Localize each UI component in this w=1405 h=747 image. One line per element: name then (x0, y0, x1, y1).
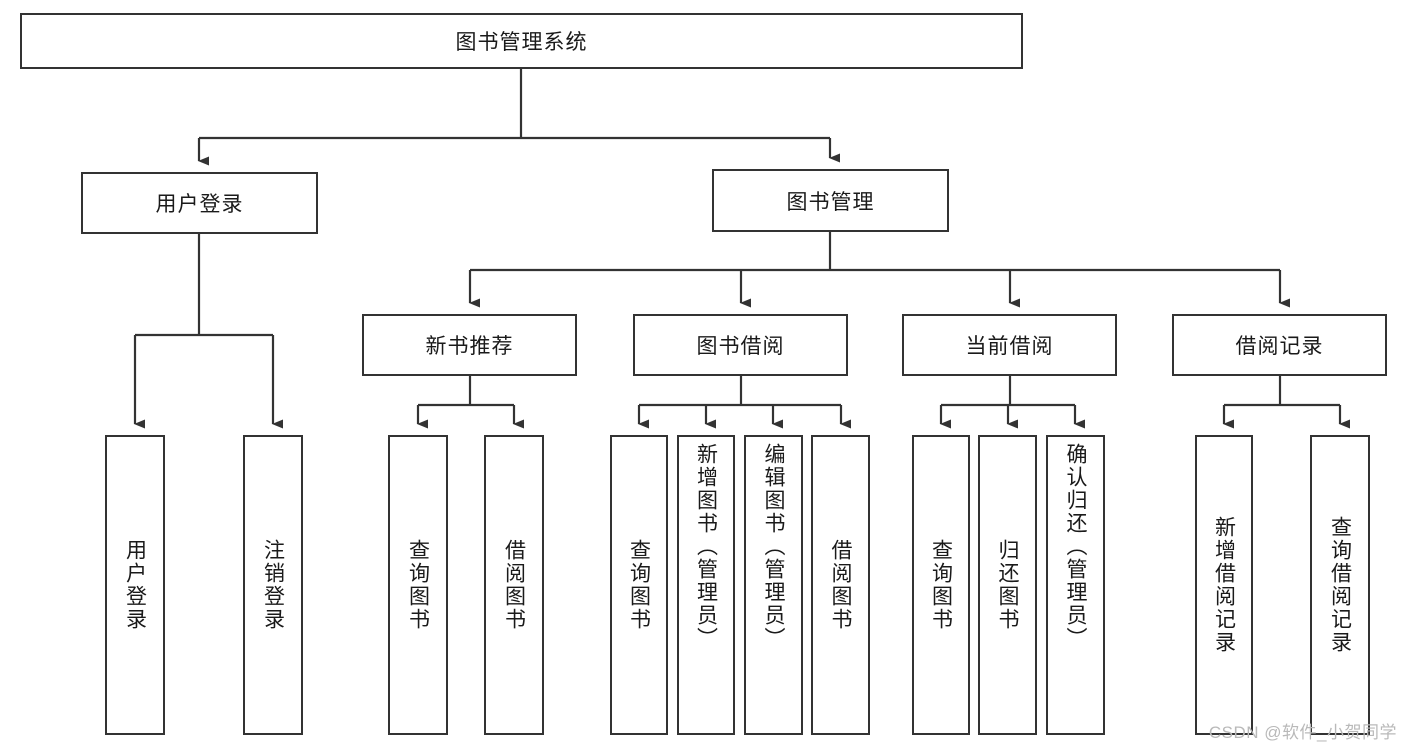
node-label: 确认归还（管理员） (1064, 443, 1087, 650)
node-label: 图书管理 (786, 190, 875, 214)
node-root[interactable]: 图书管理系统 (20, 13, 1023, 69)
node-leaf-rec-borrow-book[interactable]: 借阅图书 (484, 435, 544, 735)
node-label: 编辑图书（管理员） (762, 443, 785, 650)
node-label: 用户登录 (123, 539, 147, 631)
node-leaf-borrow-add-book[interactable]: 新增图书（管理员） (677, 435, 735, 735)
node-label: 查询图书 (627, 539, 651, 631)
node-leaf-record-query[interactable]: 查询借阅记录 (1310, 435, 1370, 735)
node-label: 新增借阅记录 (1212, 516, 1236, 654)
node-label: 新增图书（管理员） (694, 443, 718, 650)
node-book-manage[interactable]: 图书管理 (712, 169, 949, 232)
node-leaf-borrow-borrow-book[interactable]: 借阅图书 (811, 435, 870, 735)
node-leaf-borrow-query-book[interactable]: 查询图书 (610, 435, 668, 735)
node-label: 借阅图书 (829, 539, 852, 631)
node-leaf-current-return-book[interactable]: 归还图书 (978, 435, 1037, 735)
node-leaf-user-logout[interactable]: 注销登录 (243, 435, 303, 735)
node-label: 查询借阅记录 (1328, 516, 1352, 654)
node-borrow-record[interactable]: 借阅记录 (1172, 314, 1387, 376)
node-leaf-rec-query-book[interactable]: 查询图书 (388, 435, 448, 735)
node-user-login[interactable]: 用户登录 (81, 172, 318, 234)
node-label: 当前借阅 (965, 335, 1054, 358)
node-label: 新书推荐 (425, 335, 514, 358)
node-label: 查询图书 (929, 539, 953, 631)
node-label: 图书管理系统 (455, 31, 588, 54)
node-label: 注销登录 (261, 539, 285, 631)
node-label: 用户登录 (155, 193, 244, 216)
node-leaf-record-add[interactable]: 新增借阅记录 (1195, 435, 1253, 735)
node-leaf-current-confirm-return[interactable]: 确认归还（管理员） (1046, 435, 1105, 735)
node-new-book-rec[interactable]: 新书推荐 (362, 314, 577, 376)
node-label: 借阅记录 (1235, 335, 1324, 358)
node-label: 归还图书 (996, 539, 1019, 631)
node-leaf-current-query-book[interactable]: 查询图书 (912, 435, 970, 735)
node-leaf-user-login[interactable]: 用户登录 (105, 435, 165, 735)
node-label: 借阅图书 (502, 539, 526, 631)
node-label: 查询图书 (406, 539, 430, 631)
node-label: 图书借阅 (696, 335, 785, 358)
node-book-borrow[interactable]: 图书借阅 (633, 314, 848, 376)
watermark-text: CSDN @软件_小贺同学 (1208, 723, 1397, 742)
node-current-borrow[interactable]: 当前借阅 (902, 314, 1117, 376)
node-leaf-borrow-edit-book[interactable]: 编辑图书（管理员） (744, 435, 803, 735)
